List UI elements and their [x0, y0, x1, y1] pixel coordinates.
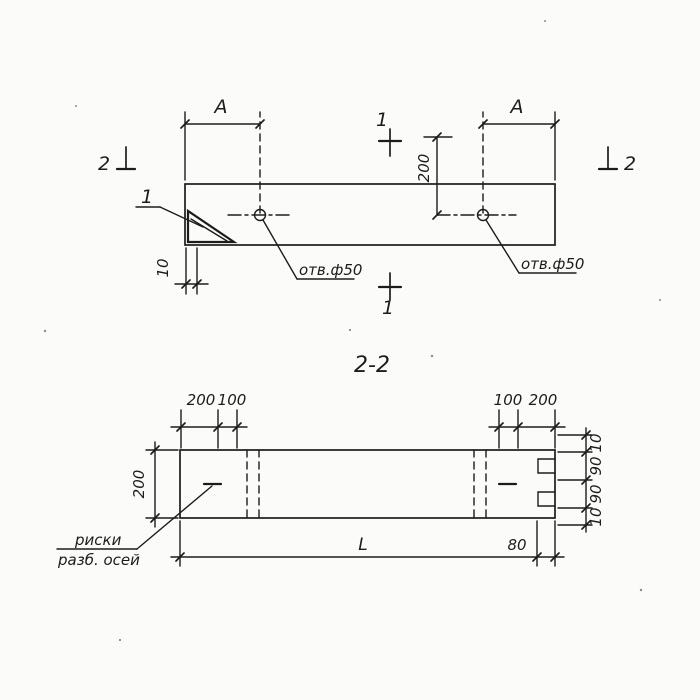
plan-view: A A 2 2 1 1 [98, 96, 636, 319]
hole-right [436, 208, 517, 222]
dim-10-plan-label: 10 [154, 258, 172, 277]
dim-top-right-200: 200 [529, 391, 558, 409]
dim-a-left: A [180, 96, 265, 214]
hole-right-label: отв.ф50 [521, 255, 584, 273]
beam-outline-plan [184, 183, 556, 246]
cut2-left-label: 2 [98, 153, 110, 175]
dim-top-left: 200 100 [170, 391, 248, 449]
hole-left-label: отв.ф50 [299, 261, 362, 279]
dim-a-right-label: A [509, 96, 524, 118]
dim-top-left-100: 100 [218, 391, 247, 409]
detail-mark-callout: 1 [135, 186, 204, 228]
dim-80-label: 80 [507, 536, 526, 554]
dim-top-right-100: 100 [494, 391, 523, 409]
dim-length: L 80 [170, 520, 565, 567]
paper-specks [43, 20, 661, 642]
dim-right-chain: 10 90 90 10 [557, 427, 605, 533]
cut-mark-2-left: 2 [98, 146, 137, 175]
section-title: 2-2 [354, 353, 390, 378]
scribe-callout: риски разб. осей [56, 485, 213, 569]
hole-left-callout: отв.ф50 [262, 219, 362, 280]
cut-mark-1-top: 1 [376, 109, 403, 157]
hidden-hole-lines [246, 449, 487, 519]
dim-right-90-lower: 90 [587, 484, 605, 503]
cut-mark-1-bottom: 1 [377, 272, 403, 319]
dim-right-90-upper: 90 [587, 456, 605, 475]
cut2-right-label: 2 [624, 153, 636, 175]
beam-outline-section [179, 449, 556, 519]
dim-right-10-bottom: 10 [587, 507, 605, 526]
dim-200-plan: 200 [415, 132, 453, 220]
end-notches [537, 458, 556, 507]
cut-mark-2-right: 2 [597, 146, 636, 175]
hole-right-callout: отв.ф50 [485, 219, 584, 274]
hole-left [227, 208, 294, 222]
cut1-top-label: 1 [376, 109, 388, 131]
dim-top-left-200: 200 [187, 391, 216, 409]
dim-right-10-top: 10 [587, 433, 605, 452]
dim-top-right: 100 200 [488, 391, 566, 449]
dim-height-200: 200 [130, 441, 179, 528]
dim-10-plan: 10 [154, 247, 209, 295]
corner-plate-detail [186, 208, 238, 244]
cut1-bottom-label: 1 [382, 297, 394, 319]
detail-mark-label: 1 [141, 186, 153, 208]
scribe-label-line1: риски [74, 531, 122, 549]
dim-a-right: A [478, 96, 560, 214]
dim-height-200-label: 200 [130, 470, 148, 499]
dim-a-left-label: A [213, 96, 228, 118]
section-view: 200 200 100 100 200 [56, 391, 605, 569]
scribe-label-line2: разб. осей [57, 551, 140, 569]
dim-200-plan-label: 200 [415, 154, 433, 183]
dim-length-label: L [358, 535, 367, 555]
